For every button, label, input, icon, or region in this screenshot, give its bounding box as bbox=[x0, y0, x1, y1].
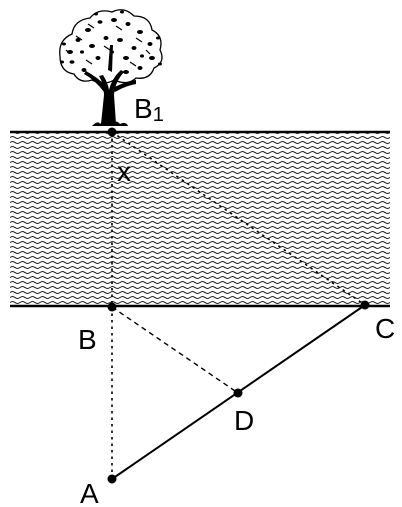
label-d: D bbox=[234, 405, 254, 436]
label-a: A bbox=[80, 478, 99, 507]
label-b1: B1 bbox=[134, 93, 164, 126]
tree-icon bbox=[59, 9, 163, 126]
point-b1 bbox=[107, 127, 117, 137]
point-a bbox=[107, 474, 117, 484]
label-b: B bbox=[78, 324, 97, 355]
point-b bbox=[107, 302, 117, 312]
point-c bbox=[360, 300, 370, 310]
label-b1-subscript: 1 bbox=[153, 104, 164, 126]
label-x: x bbox=[117, 156, 131, 187]
segment-b1-c bbox=[111, 131, 366, 306]
point-d bbox=[233, 388, 243, 398]
river-water bbox=[10, 133, 390, 304]
label-c: C bbox=[375, 313, 395, 344]
label-b1-letter: B bbox=[134, 93, 153, 124]
segment-b-d bbox=[111, 306, 239, 394]
